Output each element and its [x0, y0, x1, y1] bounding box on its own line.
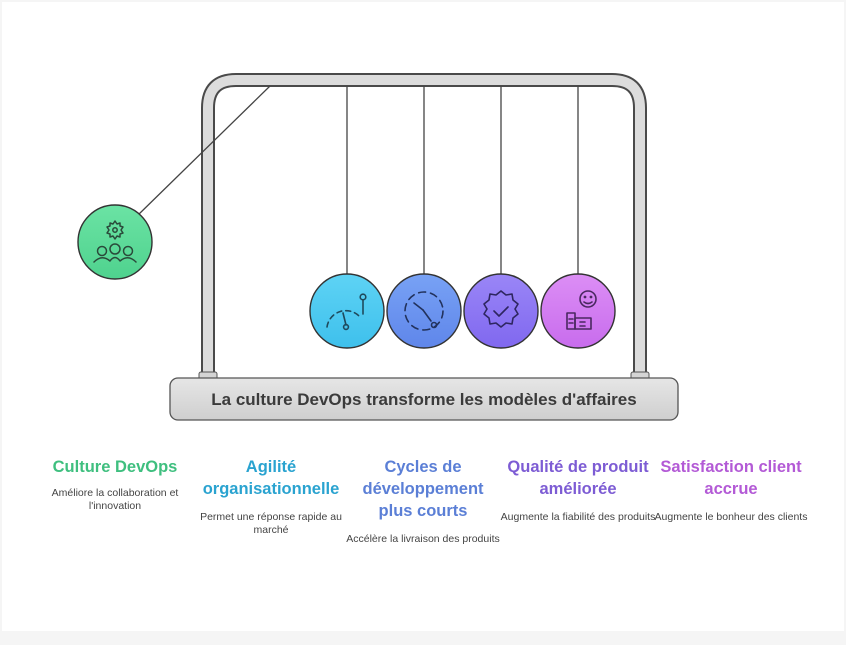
happy-customer-icon: [566, 290, 597, 330]
item-agilite: Agilité organisationnelle Permet une rép…: [193, 456, 349, 537]
item-description: Améliore la collaboration et l'innovatio…: [51, 487, 179, 512]
ball-cycles: [386, 273, 462, 349]
item-title: Culture DevOps: [52, 458, 178, 476]
badge-check-icon: [483, 290, 519, 328]
item-cycles: Cycles de développement plus courts Accé…: [345, 456, 501, 546]
diagram-title: La culture DevOps transforme les modèles…: [211, 390, 637, 409]
pendulum-strings: [136, 85, 579, 274]
cradle-base: [169, 377, 679, 421]
string-0: [136, 85, 271, 217]
item-description: Accélère la livraison des produits: [346, 533, 500, 545]
item-description: Augmente le bonheur des clients: [654, 511, 808, 523]
item-title: Qualité de produit améliorée: [507, 458, 649, 498]
item-title: Cycles de développement plus courts: [362, 458, 484, 520]
cradle-frame: [198, 73, 650, 381]
speedometer-icon: [326, 293, 367, 331]
item-culture-devops: Culture DevOps Améliore la collaboration…: [37, 456, 193, 513]
ball-qualite: [463, 273, 539, 349]
item-description: Augmente la fiabilité des produits: [500, 511, 656, 523]
item-title: Agilité organisationnelle: [202, 458, 340, 498]
ball-agilite: [309, 273, 385, 349]
ball-culture-devops: [77, 204, 153, 280]
item-qualite: Qualité de produit améliorée Augmente la…: [500, 456, 656, 524]
item-satisfaction: Satisfaction client accrue Augmente le b…: [653, 456, 809, 524]
dashed-clock-icon: [404, 291, 444, 331]
item-description: Permet une réponse rapide au marché: [200, 511, 342, 536]
item-title: Satisfaction client accrue: [660, 458, 802, 498]
gear-people-icon: [93, 220, 137, 263]
ball-satisfaction: [540, 273, 616, 349]
